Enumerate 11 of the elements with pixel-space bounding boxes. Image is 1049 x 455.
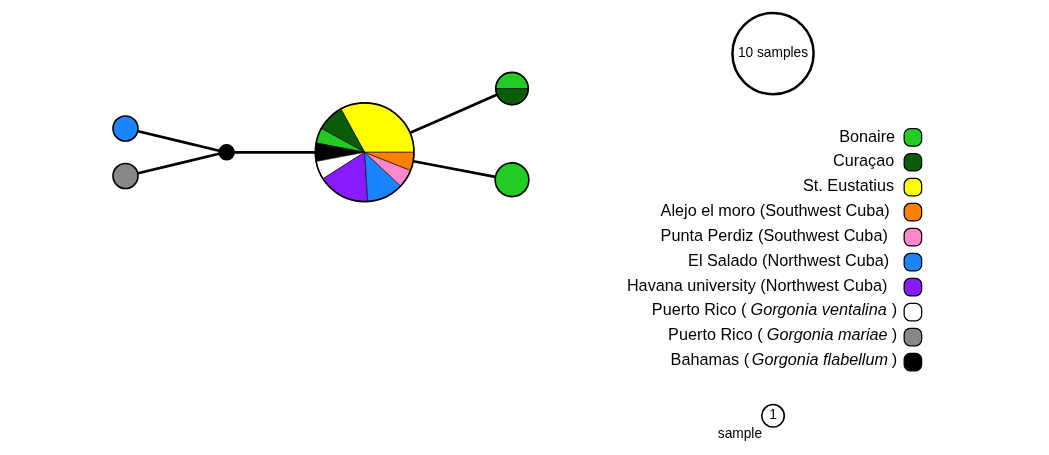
legend-label: St. Eustatius	[803, 176, 895, 195]
legend-label: Alejo el moro (Southwest Cuba)	[660, 201, 890, 220]
legend-label: Havana university (Northwest Cuba)	[626, 276, 888, 295]
legend-label: Curaçao	[832, 151, 895, 170]
legend-label: Bonaire	[839, 126, 896, 145]
legend-label: Bahamas (Gorgonia flabellum)	[670, 350, 898, 369]
legend-label: El Salado (Northwest Cuba)	[688, 251, 890, 270]
legend-label: Puerto Rico (Gorgonia mariae)	[668, 325, 898, 344]
node-label: sample	[717, 426, 763, 441]
legend-label: Puerto Rico (Gorgonia ventalina)	[651, 300, 898, 319]
legend-label: Punta Perdiz (Southwest Cuba)	[660, 226, 888, 245]
